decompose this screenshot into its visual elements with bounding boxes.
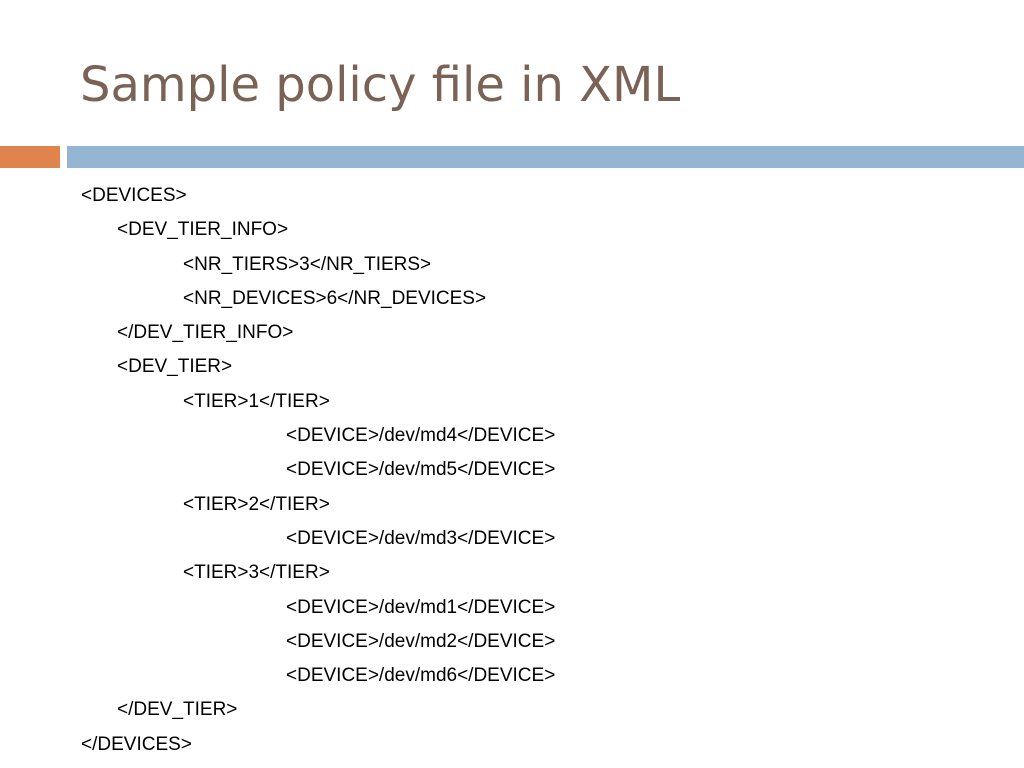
title-accent-bar	[0, 146, 60, 168]
xml-line: <DEVICE>/dev/md6</DEVICE>	[286, 665, 556, 687]
xml-line: <DEV_TIER>	[117, 356, 233, 378]
xml-line: <DEVICE>/dev/md5</DEVICE>	[286, 459, 556, 481]
xml-line: <DEVICE>/dev/md2</DEVICE>	[286, 630, 556, 652]
xml-line: <NR_DEVICES>6</NR_DEVICES>	[183, 287, 487, 309]
xml-line: <DEVICES>	[81, 185, 187, 206]
xml-line: <DEVICE>/dev/md4</DEVICE>	[286, 425, 556, 447]
title-divider-bar	[67, 146, 1024, 168]
xml-line: <TIER>2</TIER>	[183, 493, 330, 515]
xml-line: </DEV_TIER>	[117, 699, 238, 721]
xml-line: <TIER>3</TIER>	[183, 562, 330, 584]
xml-line: <TIER>1</TIER>	[183, 390, 330, 412]
xml-line: <DEVICE>/dev/md3</DEVICE>	[286, 527, 556, 549]
xml-code-listing: <DEVICES> <DEV_TIER_INFO> <NR_TIERS>3</NR_…	[81, 181, 555, 764]
slide-title: Sample policy file in XML	[80, 57, 681, 113]
xml-line: <DEVICE>/dev/md1</DEVICE>	[286, 596, 556, 618]
xml-line: <DEV_TIER_INFO>	[117, 219, 289, 241]
xml-line: </DEV_TIER_INFO>	[117, 322, 294, 344]
xml-line: <NR_TIERS>3</NR_TIERS>	[183, 253, 432, 275]
xml-line: </DEVICES>	[81, 733, 192, 755]
